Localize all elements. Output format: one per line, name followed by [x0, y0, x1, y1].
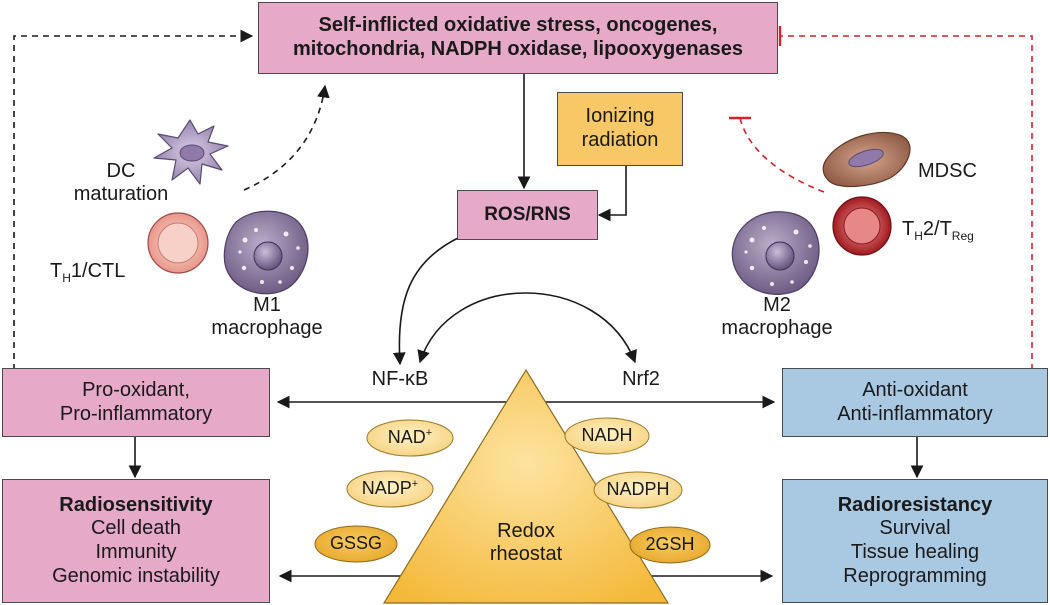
- oval-nad: [366, 419, 454, 457]
- radiosensitivity-box: Radiosensitivity Cell death Immunity Gen…: [2, 479, 270, 603]
- ionizing-to-ros-arrow: [597, 166, 627, 222]
- radioresistancy-item: Tissue healing: [850, 541, 980, 563]
- gssg-label: GSSG: [329, 533, 382, 553]
- nfkb-label: NF-κB: [371, 368, 429, 390]
- redox-rheostat-label: Redox rheostat: [476, 520, 576, 566]
- m2-macrophage-icon: [731, 211, 820, 295]
- m1-label: M1: [253, 294, 281, 316]
- oval-nadh: [564, 417, 650, 455]
- mdsc-text: MDSC: [918, 160, 977, 182]
- mdsc-label: MDSC: [918, 160, 998, 183]
- rheostat-word: rheostat: [489, 543, 563, 565]
- pro-oxidant-box: Pro-oxidant, Pro-inflammatory: [2, 368, 270, 437]
- ros-label: ROS/RNS: [484, 203, 571, 225]
- radioresistancy-item: Reprogramming: [843, 564, 987, 587]
- nadp-label: NADP+: [347, 478, 433, 499]
- pro-line-2: Pro-inflammatory: [59, 402, 213, 425]
- th2-treg-label: TH2/TReg: [902, 218, 1022, 244]
- radiosensitivity-title: Radiosensitivity: [59, 493, 213, 516]
- th2-treg-cell-icon: [832, 196, 892, 256]
- oval-nadp: [346, 470, 434, 508]
- th2-t: T: [902, 218, 915, 240]
- oval-2gsh: [629, 526, 711, 564]
- radioresistancy-box: Radioresistancy Survival Tissue healing …: [782, 479, 1048, 603]
- nadh-label: NADH: [581, 425, 633, 445]
- mdsc-cell-icon: [822, 131, 911, 188]
- m2-macrophage-label: M2 macrophage: [712, 294, 842, 340]
- m1-macrophage-label: M1 macrophage: [202, 294, 332, 340]
- dc-to-stress-dashed-arrow: [243, 84, 330, 191]
- radioresistancy-title: Radioresistancy: [837, 493, 993, 516]
- ros-to-nfkb-arrow: [392, 237, 459, 366]
- nad-sup: +: [425, 427, 433, 439]
- radiosensitivity-item: Genomic instability: [52, 564, 220, 587]
- redox-word: Redox: [497, 520, 555, 542]
- m1-macrophage-icon: [223, 210, 309, 295]
- ros-rns-box: ROS/RNS: [457, 190, 598, 240]
- dc-label: DC: [106, 160, 136, 182]
- 2gsh-label: 2GSH: [645, 534, 695, 554]
- th2-mid: 2/T: [922, 218, 952, 240]
- pro-line-1: Pro-oxidant,: [82, 378, 190, 401]
- left-feedback-dashed-arrow: [13, 29, 254, 370]
- anti-oxidant-box: Anti-oxidant Anti-inflammatory: [782, 368, 1048, 437]
- radiosensitivity-item: Immunity: [95, 541, 177, 563]
- th1-ctl-label: TH1/CTL: [50, 260, 150, 286]
- m2-macrophage-word: macrophage: [721, 317, 833, 339]
- th2-sub: H: [914, 229, 923, 243]
- ionizing-line-2: radiation: [581, 129, 659, 151]
- th1-t: T: [50, 260, 63, 282]
- nadp-text: NADP: [361, 478, 412, 498]
- th1-rest: 1/CTL: [70, 260, 126, 282]
- dc-maturation-label: DC maturation: [66, 160, 176, 206]
- nadph-label: NADPH: [606, 479, 670, 499]
- th1-sub: H: [62, 271, 71, 285]
- th1-ctl-cell-icon: [147, 212, 209, 274]
- oxidative-stress-sources-box: Self-inflicted oxidative stress, oncogen…: [258, 2, 778, 74]
- stress-line-1: Self-inflicted oxidative stress, oncogen…: [318, 14, 718, 37]
- nad-label: NAD+: [367, 427, 453, 448]
- nfkb-nrf2-double-arrow: [417, 292, 637, 364]
- oval-nadph: [593, 471, 683, 509]
- anti-line-2: Anti-inflammatory: [837, 402, 993, 425]
- anti-line-1: Anti-oxidant: [862, 378, 968, 401]
- dc-cell-icon: [153, 119, 229, 185]
- ionizing-radiation-box: Ionizing radiation: [557, 92, 683, 166]
- treg-sub: Reg: [951, 229, 974, 243]
- m2-label: M2: [763, 294, 791, 316]
- ionizing-line-1: Ionizing: [585, 105, 655, 128]
- m1-macrophage-word: macrophage: [211, 317, 323, 339]
- nadp-sup: +: [411, 478, 419, 490]
- radiosensitivity-item: Cell death: [90, 517, 182, 540]
- nad-text: NAD: [387, 427, 426, 447]
- mdsc-inhibition-dashed-curve: [729, 116, 825, 193]
- oval-gssg: [314, 525, 398, 563]
- stress-line-2: mitochondria, NADPH oxidase, lipooxygena…: [292, 38, 744, 60]
- right-inhibition-dashed-line: [778, 26, 1033, 370]
- nrf2-label: Nrf2: [622, 368, 660, 390]
- radioresistancy-item: Survival: [879, 517, 951, 540]
- maturation-label: maturation: [73, 183, 169, 205]
